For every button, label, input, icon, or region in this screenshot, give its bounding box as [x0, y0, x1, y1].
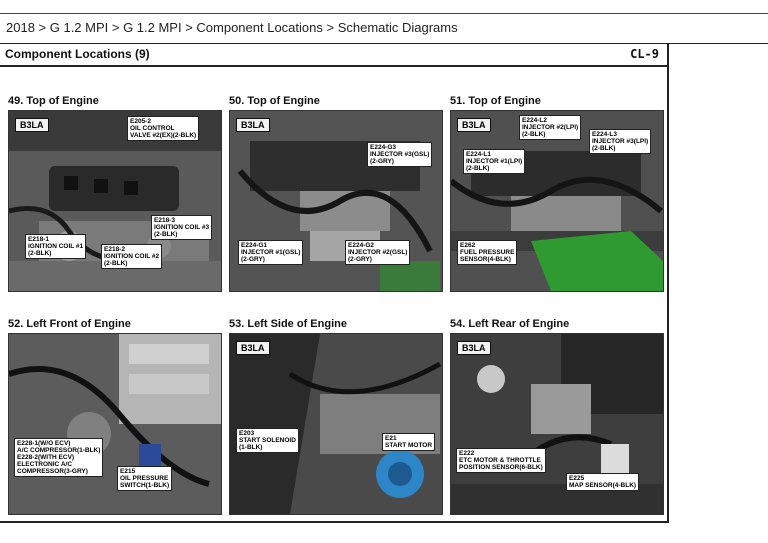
panel-50: 50. Top of Engine B3LA E224-G3 INJECTOR … [229, 95, 444, 295]
engine-code-tag: B3LA [236, 118, 270, 132]
engine-side-image [230, 334, 442, 514]
panel-52: 52. Left Front of Engine E228-1(W/O ECV)… [8, 318, 223, 518]
panel-54: 54. Left Rear of Engine B3LA E222 ETC MO… [450, 318, 665, 518]
panel-title: 51. Top of Engine [450, 95, 541, 107]
panel-51: 51. Top of Engine B3LA E224-L2 INJECTOR … [450, 95, 665, 295]
callout-label: E218-2 IGNITION COIL #2 (2-BLK) [101, 244, 163, 269]
callout-label: E218-1 IGNITION COIL #1 (2-BLK) [25, 234, 87, 259]
engine-photo[interactable]: B3LA E224-G3 INJECTOR #3(GSL) (2-GRY) E2… [229, 110, 443, 292]
engine-code-tag: B3LA [457, 118, 491, 132]
top-rule [0, 13, 768, 14]
callout-label: E222 ETC MOTOR & THROTTLE POSITION SENSO… [456, 448, 546, 473]
sheet-title: Component Locations (9) [5, 47, 150, 61]
callout-label: E224-G3 INJECTOR #3(GSL) (2-GRY) [367, 142, 433, 167]
callout-label: E218-3 IGNITION COIL #3 (2-BLK) [151, 215, 213, 240]
panel-title: 53. Left Side of Engine [229, 318, 347, 330]
callout-label: E21 START MOTOR [382, 433, 436, 451]
panel-53: 53. Left Side of Engine B3LA E203 START … [229, 318, 444, 518]
engine-code-tag: B3LA [15, 118, 49, 132]
title-rule [0, 65, 667, 67]
engine-photo[interactable]: B3LA E224-L2 INJECTOR #2(LPI) (2-BLK) E2… [450, 110, 664, 292]
panel-49: 49. Top of Engine B3LA E205-2 OIL CONTRO… [8, 95, 223, 295]
component-sheet: Component Locations (9) CL-9 49. Top of … [0, 43, 669, 523]
callout-label: E224-G2 INJECTOR #2(GSL) (2-GRY) [345, 240, 411, 265]
callout-label: E203 START SOLENOID (1-BLK) [236, 428, 299, 453]
callout-label: E224-L3 INJECTOR #3(LPI) (2-BLK) [589, 129, 652, 154]
callout-label: E205-2 OIL CONTROL VALVE #2(EX)(2-BLK) [127, 116, 200, 141]
panel-title: 52. Left Front of Engine [8, 318, 131, 330]
callout-label: E215 OIL PRESSURE SWITCH(1-BLK) [117, 466, 173, 491]
engine-photo[interactable]: B3LA E205-2 OIL CONTROL VALVE #2(EX)(2-B… [8, 110, 222, 292]
engine-photo[interactable]: E228-1(W/O ECV) A/C COMPRESSOR(1-BLK) E2… [8, 333, 222, 515]
engine-code-tag: B3LA [236, 341, 270, 355]
callout-label: E225 MAP SENSOR(4-BLK) [566, 473, 640, 491]
callout-label: E224-L2 INJECTOR #2(LPI) (2-BLK) [519, 115, 582, 140]
callout-label: E228-1(W/O ECV) A/C COMPRESSOR(1-BLK) E2… [14, 438, 104, 477]
engine-rear-image [451, 334, 663, 514]
callout-label: E224-L1 INJECTOR #1(LPI) (2-BLK) [463, 149, 526, 174]
engine-photo[interactable]: B3LA E203 START SOLENOID (1-BLK) E21 STA… [229, 333, 443, 515]
breadcrumb[interactable]: 2018 > G 1.2 MPI > G 1.2 MPI > Component… [6, 20, 458, 35]
engine-code-tag: B3LA [457, 341, 491, 355]
callout-label: E224-G1 INJECTOR #1(GSL) (2-GRY) [238, 240, 304, 265]
panel-title: 49. Top of Engine [8, 95, 99, 107]
header-rule [0, 43, 768, 44]
engine-front-image [9, 334, 221, 514]
panel-title: 54. Left Rear of Engine [450, 318, 570, 330]
callout-label: E262 FUEL PRESSURE SENSOR(4-BLK) [457, 240, 518, 265]
engine-photo[interactable]: B3LA E222 ETC MOTOR & THROTTLE POSITION … [450, 333, 664, 515]
sheet-code: CL-9 [630, 47, 659, 61]
panel-title: 50. Top of Engine [229, 95, 320, 107]
